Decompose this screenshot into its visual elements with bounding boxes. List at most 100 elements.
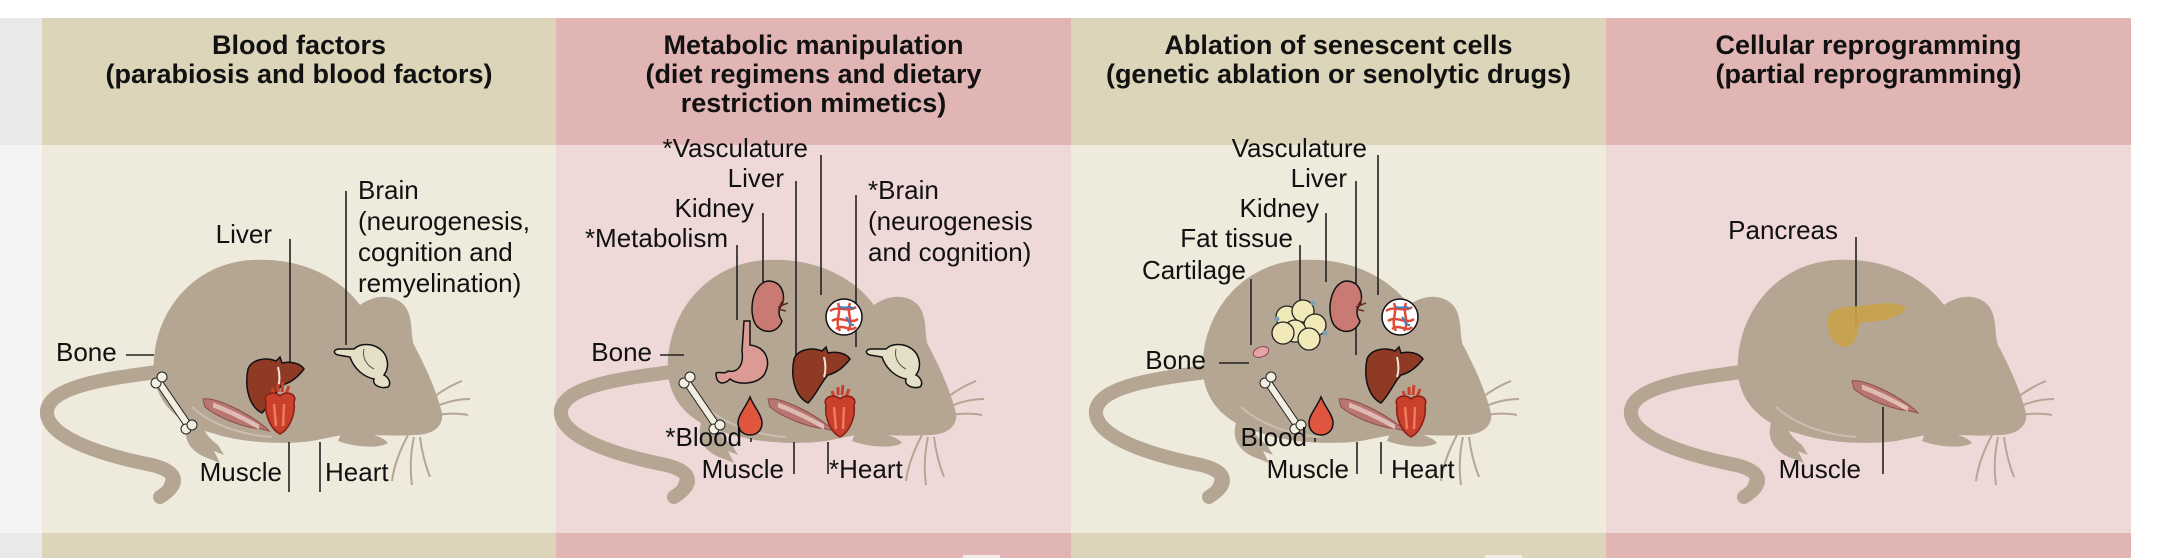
panel-title-line: (diet regimens and dietary <box>645 59 982 89</box>
mouse-whisker <box>425 412 469 418</box>
label-line: Brain <box>358 175 419 205</box>
label-bone: Bone <box>1145 345 1206 376</box>
label-line: Heart <box>325 457 389 487</box>
label-muscle: Muscle <box>702 454 784 485</box>
mouse-whisker <box>937 398 985 414</box>
mouse-whisker <box>421 380 463 408</box>
label-line: *Blood <box>665 422 742 452</box>
vasculature-icon <box>825 298 863 336</box>
panel-title: Metabolic manipulation(diet regimens and… <box>556 31 1071 118</box>
label-line: *Brain <box>868 175 939 205</box>
label-line: *Heart <box>829 454 903 484</box>
label-line: Bone <box>56 337 117 367</box>
label-vasculature: *Vasculature <box>663 133 809 164</box>
label-liver: Liver <box>216 219 272 250</box>
label-line: Bone <box>591 337 652 367</box>
mouse-whisker <box>2009 412 2053 418</box>
mouse-whisker <box>1440 434 1458 482</box>
label-bone: Bone <box>591 337 652 368</box>
label-bone: Bone <box>56 337 117 368</box>
bone-icon <box>1259 371 1307 435</box>
footer-tab-mark <box>963 555 1000 558</box>
mouse-silhouette <box>40 259 471 504</box>
panel-title: Ablation of senescent cells(genetic abla… <box>1071 31 1606 89</box>
mouse-whisker <box>1470 380 1512 408</box>
panel-title-line: Cellular reprogramming <box>1715 30 2022 60</box>
mouse-whisker <box>423 398 471 414</box>
mouse-whisker <box>2007 398 2055 414</box>
panel-illustration <box>1624 237 2055 504</box>
mouse-whisker <box>1975 434 1993 482</box>
label-line: Liver <box>1290 163 1347 193</box>
panel-title-line: Metabolic manipulation <box>663 30 964 60</box>
label-blood: *Blood <box>665 422 742 453</box>
label-kidney: Kidney <box>1240 193 1320 224</box>
heart-icon <box>1395 384 1427 438</box>
label-line: Heart <box>1391 454 1455 484</box>
label-line: (neurogenesis, <box>358 206 530 236</box>
label-line: Muscle <box>1778 454 1861 484</box>
label-line: Muscle <box>701 454 784 484</box>
label-muscle: Muscle <box>200 457 282 488</box>
panel-footer <box>42 533 556 558</box>
panel-cellular-reprogramming: Cellular reprogramming(partial reprogram… <box>1606 18 2131 558</box>
liver-icon <box>792 345 851 404</box>
metabolism-icon <box>715 320 769 384</box>
muscle-icon <box>1851 380 1920 414</box>
label-line: Cartilage <box>1141 255 1246 285</box>
mouse-whisker <box>2005 380 2047 408</box>
label-line: Liver <box>215 219 272 249</box>
left-gutter-footer <box>0 533 42 558</box>
panel-title-line: Ablation of senescent cells <box>1164 30 1513 60</box>
label-fat: Fat tissue <box>1180 223 1293 254</box>
panel-blood-factors: Blood factors(parabiosis and blood facto… <box>40 18 556 558</box>
mouse-whisker <box>1468 436 1480 478</box>
mouse-whisker <box>1458 436 1464 486</box>
kidney-icon <box>751 280 789 333</box>
panel-title-line: (genetic ablation or senolytic drugs) <box>1105 59 1572 89</box>
label-blood: Blood <box>1241 422 1308 453</box>
panel-illustration <box>554 155 985 504</box>
label-line: Fat tissue <box>1180 223 1293 253</box>
label-cartilage: Cartilage <box>1142 255 1246 286</box>
panel-title: Blood factors(parabiosis and blood facto… <box>42 31 556 89</box>
mouse-tail <box>1089 363 1230 504</box>
mouse-whisker <box>409 436 415 486</box>
heart-icon <box>824 384 856 438</box>
bone-icon <box>150 371 198 435</box>
label-vasculature: Vasculature <box>1232 133 1367 164</box>
label-line: *Metabolism <box>584 223 728 253</box>
mouse-hind-foot <box>185 421 224 463</box>
label-muscle: Muscle <box>1779 454 1861 485</box>
mouse-silhouette <box>1624 259 2055 504</box>
liver-icon <box>1365 345 1424 404</box>
label-line: Kidney <box>1239 193 1320 223</box>
label-metabolism: *Metabolism <box>585 223 728 254</box>
panel-header: Ablation of senescent cells(genetic abla… <box>1071 18 1606 145</box>
label-line: (neurogenesis <box>868 206 1033 236</box>
brain-icon <box>865 343 923 389</box>
panel-footer <box>1071 533 1606 558</box>
panel-illustration <box>1089 155 1520 504</box>
mouse-whisker <box>923 436 929 486</box>
mouse-tail <box>40 363 181 504</box>
label-line: and cognition) <box>868 237 1032 267</box>
mouse-whisker <box>933 436 945 478</box>
panel-title-line: (partial reprogramming) <box>1715 59 2022 89</box>
mouse-whisker <box>1993 436 1999 486</box>
panel-header: Metabolic manipulation(diet regimens and… <box>556 18 1071 145</box>
label-line: Pancreas <box>1728 215 1838 245</box>
brain-icon <box>333 343 391 389</box>
panel-title-line: (parabiosis and blood factors) <box>105 59 493 89</box>
label-liver: Liver <box>1291 163 1347 194</box>
label-kidney: Kidney <box>675 193 755 224</box>
blood-icon <box>1308 394 1334 436</box>
panel-title-line: restriction mimetics) <box>680 88 947 118</box>
label-heart: Heart <box>325 457 389 488</box>
mouse-whisker <box>391 434 409 482</box>
label-line: remyelination) <box>358 268 522 298</box>
label-line: *Vasculature <box>662 133 809 163</box>
cartilage-icon <box>1252 346 1270 358</box>
mouse-whisker <box>935 380 977 408</box>
